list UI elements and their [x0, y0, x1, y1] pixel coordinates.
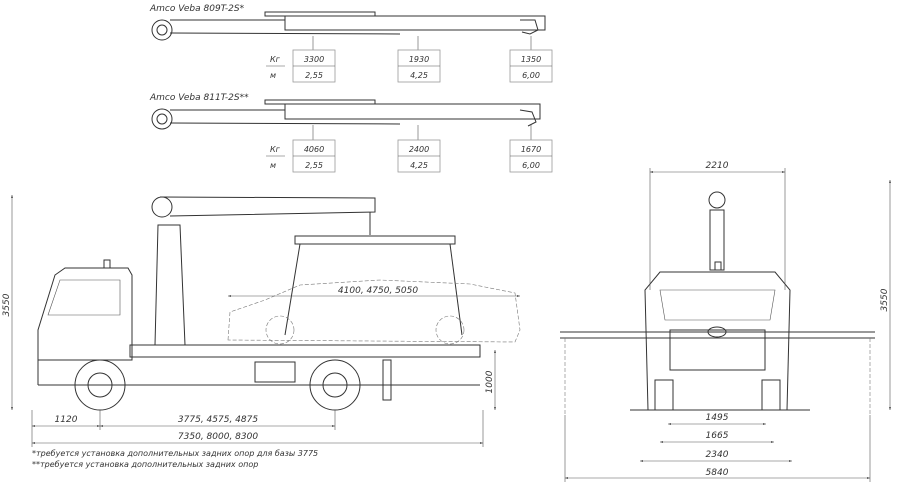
front-height-dimension: 3550 — [880, 288, 890, 311]
truck-front-view: 2210 3550 1495 1665 2340 5840 — [560, 161, 891, 482]
load-kg: 1670 — [521, 145, 541, 154]
crane-model-label: Amco Veba 809T-2S* — [149, 4, 245, 14]
truck-bed — [129, 344, 481, 358]
load-kg: 1930 — [409, 55, 429, 64]
load-kg: 1350 — [521, 55, 541, 64]
top-width-dimension: 2210 — [706, 161, 729, 171]
unit-kg-label: Кг — [270, 145, 281, 154]
truck-cab — [37, 267, 133, 385]
footnote-1: *требуется установка дополнительных задн… — [32, 449, 318, 458]
load-reach: 2,55 — [305, 161, 323, 170]
load-table: 4060 2,55 2400 4,25 1670 6,00 — [292, 139, 553, 173]
crane-811-diagram: Amco Veba 811T-2S** Кг м 4060 2,55 2400 … — [149, 93, 553, 173]
track-dimension: 1495 — [706, 413, 729, 423]
front-overhang-dimension: 1120 — [55, 415, 78, 425]
crane-model-label: Amco Veba 811T-2S** — [149, 93, 249, 103]
car-length-dimension: 4100, 4750, 5050 — [338, 286, 418, 296]
lifting-frame — [294, 235, 456, 245]
wheelbase-dimension: 3775, 4575, 4875 — [178, 415, 258, 425]
load-reach: 4,25 — [410, 161, 428, 170]
car-outline — [227, 279, 521, 343]
load-kg: 3300 — [304, 55, 324, 64]
height-dimension: 3550 — [2, 293, 12, 316]
load-reach: 6,00 — [522, 161, 540, 170]
load-table: 3300 2,55 1930 4,25 1350 6,00 — [292, 49, 553, 83]
bed-height-dimension: 1000 — [485, 370, 495, 393]
crane-column-front — [709, 209, 725, 271]
frame-width-dimension: 1665 — [706, 431, 729, 441]
load-reach: 6,00 — [522, 71, 540, 80]
load-reach: 4,25 — [410, 71, 428, 80]
unit-m-label: м — [270, 161, 276, 170]
truck-side-view: 4100, 4750, 5050 3550 1000 1120 3775, 45… — [2, 195, 521, 469]
unit-kg-label: Кг — [270, 55, 281, 64]
load-kg: 4060 — [304, 145, 324, 154]
load-reach: 2,55 — [305, 71, 323, 80]
crane-slewing-base — [151, 19, 173, 41]
crane-slewing-base — [151, 108, 173, 130]
footnote-2: **требуется установка дополнительных зад… — [32, 460, 258, 469]
load-kg: 2400 — [409, 145, 429, 154]
total-length-dimension: 7350, 8000, 8300 — [178, 432, 258, 442]
crane-809-diagram: Amco Veba 809T-2S* Кг м 3300 2,55 1930 4… — [149, 4, 553, 83]
crane-column — [154, 224, 186, 346]
outrigger-span-dimension: 5840 — [706, 468, 729, 478]
body-width-dimension: 2340 — [706, 450, 729, 460]
truck-front-cab — [644, 271, 791, 411]
unit-m-label: м — [270, 71, 276, 80]
